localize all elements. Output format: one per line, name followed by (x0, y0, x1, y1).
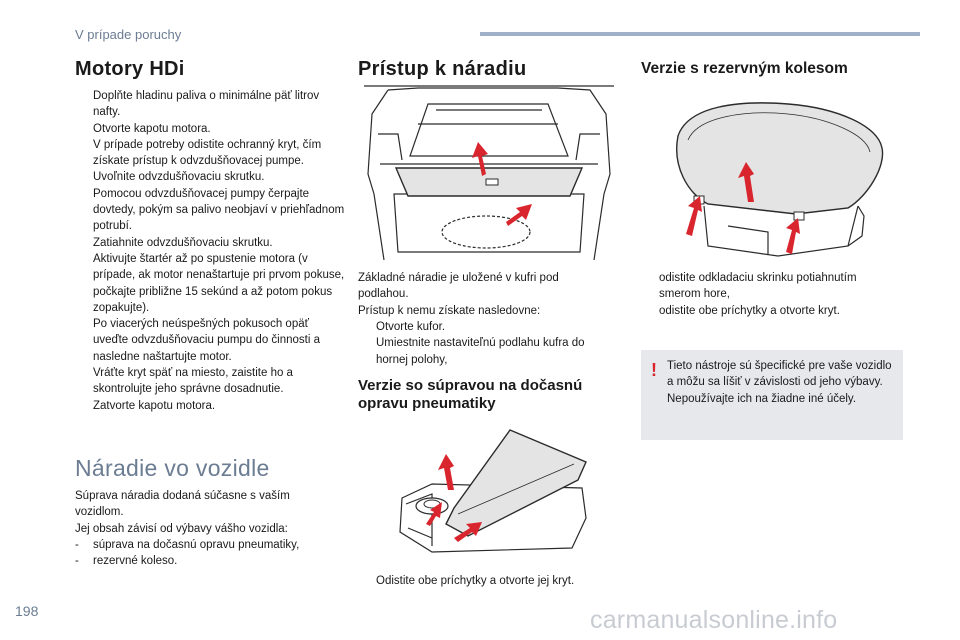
list-item: Otvorte kufor. (376, 321, 446, 333)
access-steps-list: Otvorte kufor. Umiestnite nastaviteľnú p… (358, 319, 608, 368)
warning-box: ! Tieto nástroje sú špecifické pre vaše … (641, 350, 903, 440)
title-spare-wheel-version: Verzie s rezervným kolesom (641, 60, 848, 77)
section-header: V prípade poruchy (75, 27, 182, 42)
kit-steps-list: Odistite obe príchytky a otvorte jej kry… (358, 573, 618, 589)
list-item: V prípade potreby odistite ochranný kryt… (93, 138, 322, 168)
warning-icon: ! (651, 360, 657, 380)
list-item: Po viacerých neúspešných pokusoch opäť u… (93, 318, 320, 363)
list-item: odistite obe príchytky a otvorte kryt. (659, 304, 840, 317)
list-item: Pomocou odvzdušňovacej pumpy čerpajte do… (93, 187, 345, 233)
list-item: Zatvorte kapotu motora. (93, 399, 216, 412)
title-naradie-vo-vozidle: Náradie vo vozidle (75, 455, 270, 481)
list-item: Otvorte kapotu motora. (93, 122, 211, 135)
list-item: Doplňte hladinu paliva o minimálne päť l… (93, 90, 320, 119)
repair-kit-illustration (392, 428, 592, 560)
spare-wheel-illustration (668, 96, 888, 264)
list-item: Uvoľnite odvzdušňovaciu skrutku. (93, 171, 265, 184)
list-item: Umiestnite nastaviteľnú podlahu kufra do… (376, 337, 585, 366)
header-bar (480, 32, 920, 36)
access-paragraph-2: Prístup k nemu získate nasledovne: (358, 305, 541, 317)
list-item: -rezervné koleso. (75, 555, 178, 568)
title-kit-version: Verzie so súpravou na dočasnú opravu pne… (358, 377, 583, 412)
title-pristup-k-naradiu: Prístup k náradiu (358, 58, 527, 80)
tools-list: -súprava na dočasnú opravu pneumatiky, -… (75, 537, 335, 570)
warning-text: Tieto nástroje sú špecifické pre vaše vo… (667, 360, 892, 405)
access-paragraph-1: Základné náradie je uložené v kufri pod … (358, 272, 559, 301)
tools-paragraph-1: Súprava náradia dodaná súčasne s vaším v… (75, 490, 290, 519)
title-motory-hdi: Motory HDi (75, 58, 185, 80)
list-item: Odistite obe príchytky a otvorte jej kry… (376, 575, 575, 587)
watermark: carmanualsonline.info (590, 606, 838, 634)
list-item: Aktivujte štartér až po spustenie motora… (93, 252, 345, 314)
trunk-illustration (358, 84, 620, 260)
list-item: -súprava na dočasnú opravu pneumatiky, (75, 539, 300, 551)
list-item: odistite odkladaciu skrinku potiahnutím … (659, 272, 857, 301)
spare-wheel-steps-list: odistite odkladaciu skrinku potiahnutím … (641, 270, 901, 319)
list-item: Zatiahnite odvzdušňovaciu skrutku. (93, 236, 273, 249)
page-number: 198 (15, 603, 39, 619)
list-item: Vráťte kryt späť na miesto, zaistite ho … (93, 367, 293, 396)
hdi-steps-list: Doplňte hladinu paliva o minimálne päť l… (75, 88, 345, 414)
tools-paragraph-2: Jej obsah závisí od výbavy vášho vozidla… (75, 523, 288, 535)
